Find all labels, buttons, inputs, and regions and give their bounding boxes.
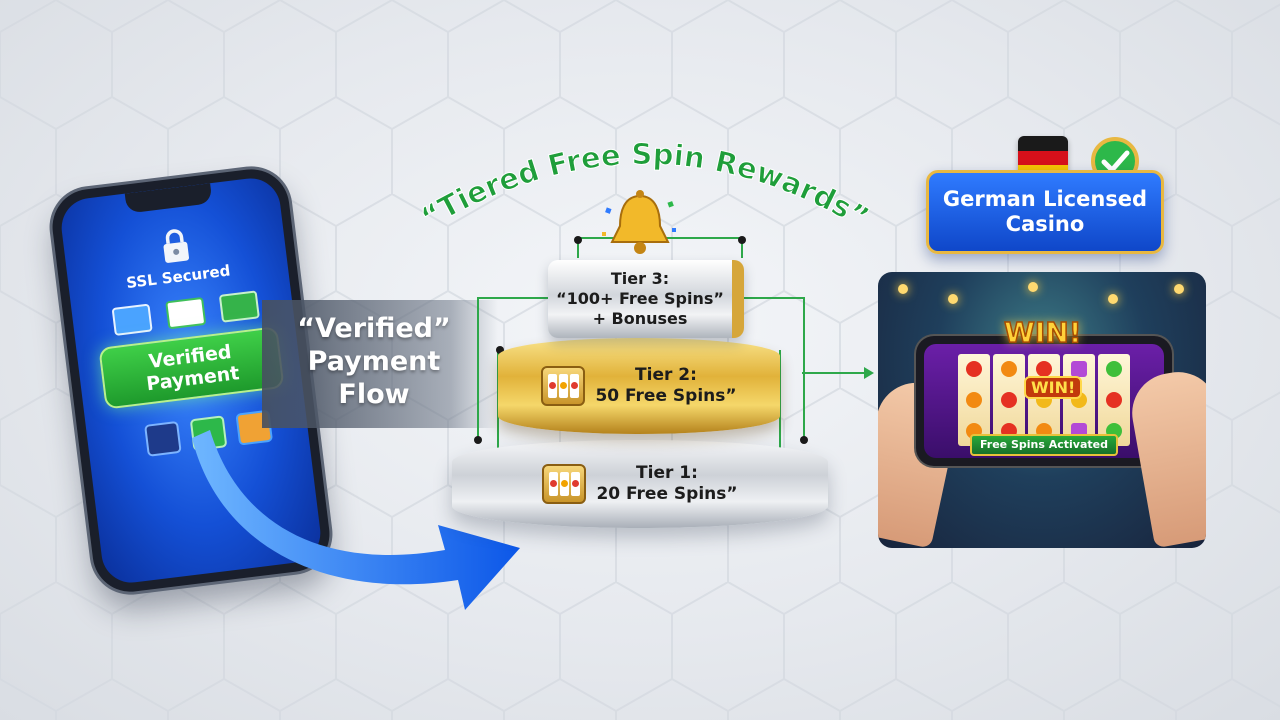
win-banner: WIN! (1003, 315, 1082, 350)
secure-phone: SSL Secured Verified Payment (48, 165, 334, 596)
flow-line-1: “Verified” (297, 313, 451, 344)
badge-line2: Casino (1005, 212, 1085, 236)
arrow-icon (802, 367, 874, 379)
reel (1063, 354, 1095, 446)
flow-line-3: Flow (338, 379, 410, 410)
casino-lights (878, 280, 1206, 320)
reel (958, 354, 990, 446)
tier-2-label: Tier 2: (635, 365, 697, 385)
slot-machine-icon (541, 366, 586, 406)
reel (1028, 354, 1060, 446)
slot-game-scene: WIN! WIN! Free Spins Activated (878, 272, 1206, 548)
tier-3-label: Tier 3: (610, 269, 670, 288)
tier-3-bonus: + Bonuses (592, 309, 688, 328)
slot-reels (958, 354, 1130, 446)
reel (993, 354, 1025, 446)
free-spins-status: Free Spins Activated (970, 434, 1118, 456)
flow-line-2: Payment (307, 346, 441, 377)
tier-2-reward: 50 Free Spins” (595, 386, 737, 406)
title-banner: “Tiered Free Spin Rewards” (415, 136, 876, 235)
slot-machine-icon (542, 464, 587, 504)
tier-2-platform: Tier 2: 50 Free Spins” (498, 338, 780, 434)
payment-flow-label: “Verified” Payment Flow (284, 312, 464, 411)
tier-1-platform: Tier 1: 20 Free Spins” (452, 440, 828, 528)
phone-screen: SSL Secured Verified Payment (58, 175, 324, 586)
arrow-icon (192, 430, 520, 610)
win-badge: WIN! (1024, 376, 1083, 399)
german-license-badge: German Licensed Casino (926, 170, 1164, 254)
payment-flow-band (262, 300, 498, 428)
tier-3-reward: “100+ Free Spins” (556, 289, 724, 308)
tier-3-platform: Tier 3: “100+ Free Spins” + Bonuses (548, 260, 744, 338)
tier-1-label: Tier 1: (636, 463, 698, 483)
tier-1-reward: 20 Free Spins” (596, 484, 738, 504)
bell-icon (602, 190, 676, 254)
badge-line1: German Licensed (942, 187, 1148, 211)
reel (1098, 354, 1130, 446)
lock-icon (163, 229, 189, 263)
